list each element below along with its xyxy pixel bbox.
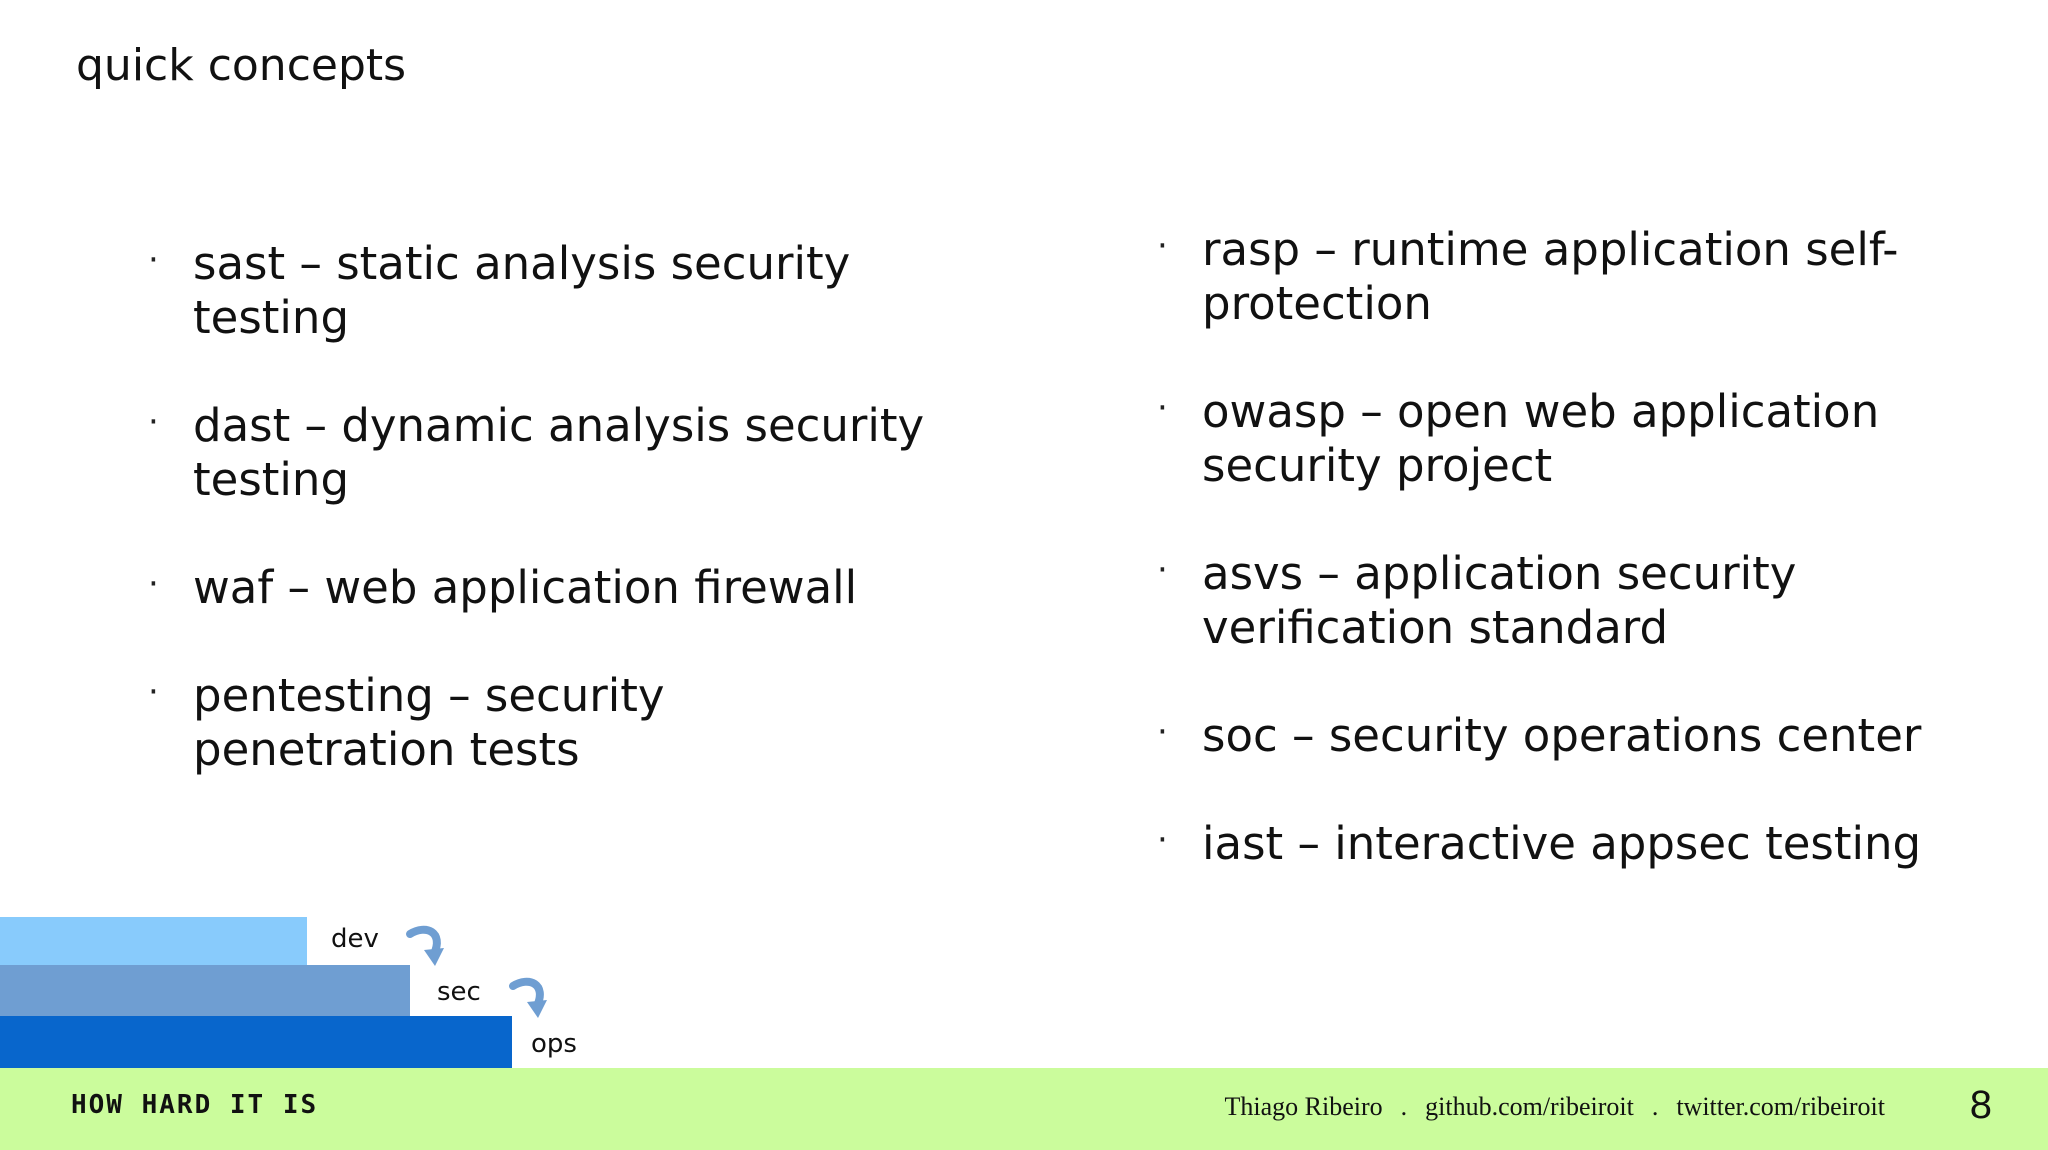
bullet-icon: · (1157, 712, 1168, 752)
right-concepts-list: · rasp – runtime application self-protec… (1157, 223, 1937, 925)
left-concepts-list: · sast – static analysis security testin… (148, 237, 938, 831)
list-item: · iast – interactive appsec testing (1157, 817, 1937, 871)
list-item-text: pentesting – security penetration tests (193, 669, 665, 776)
stair-label-sec: sec (437, 977, 481, 1007)
list-item-text: soc – security operations center (1202, 709, 1922, 762)
list-item: · asvs – application security verificati… (1157, 547, 1937, 655)
list-item-text: sast – static analysis security testing (193, 237, 851, 344)
list-item-text: dast – dynamic analysis security testing (193, 399, 925, 506)
curved-arrow-down-icon (509, 977, 547, 1018)
bullet-icon: · (148, 240, 159, 280)
bullet-icon: · (1157, 550, 1168, 590)
bullet-icon: · (148, 402, 159, 442)
bullet-icon: · (1157, 388, 1168, 428)
slide-title: quick concepts (76, 40, 407, 91)
footer-separator: . (1651, 1092, 1659, 1121)
list-item: · owasp – open web application security … (1157, 385, 1937, 493)
list-item: · waf – web application firewall (148, 561, 938, 615)
bullet-icon: · (1157, 820, 1168, 860)
list-item-text: asvs – application security verification… (1202, 547, 1797, 654)
stair-step-sec (0, 965, 410, 1016)
list-item-text: rasp – runtime application self-protecti… (1202, 223, 1899, 330)
list-item: · sast – static analysis security testin… (148, 237, 938, 345)
github-link[interactable]: github.com/ribeiroit (1425, 1092, 1634, 1121)
footer-credits: Thiago Ribeiro. github.com/ribeiroit. twit… (1224, 1090, 1885, 1124)
footer-title: HOW HARD IT IS (71, 1090, 319, 1120)
stair-label-dev: dev (331, 924, 379, 954)
footer-bar: HOW HARD IT IS Thiago Ribeiro. github.com… (0, 1068, 2048, 1150)
author-name: Thiago Ribeiro (1224, 1092, 1383, 1121)
list-item-text: iast – interactive appsec testing (1202, 817, 1922, 870)
stair-step-dev (0, 917, 307, 965)
twitter-link[interactable]: twitter.com/ribeiroit (1676, 1092, 1885, 1121)
list-item: · dast – dynamic analysis security testi… (148, 399, 938, 507)
list-item: · soc – security operations center (1157, 709, 1937, 763)
list-item-text: owasp – open web application security pr… (1202, 385, 1880, 492)
list-item-text: waf – web application firewall (193, 561, 858, 614)
stair-step-ops (0, 1016, 512, 1068)
bullet-icon: · (148, 672, 159, 712)
stair-label-ops: ops (531, 1029, 577, 1059)
list-item: · pentesting – security penetration test… (148, 669, 938, 777)
bullet-icon: · (1157, 226, 1168, 266)
page-number: 8 (1969, 1083, 1992, 1127)
curved-arrow-down-icon (406, 925, 444, 966)
bullet-icon: · (148, 564, 159, 604)
footer-separator: . (1400, 1092, 1408, 1121)
list-item: · rasp – runtime application self-protec… (1157, 223, 1937, 331)
